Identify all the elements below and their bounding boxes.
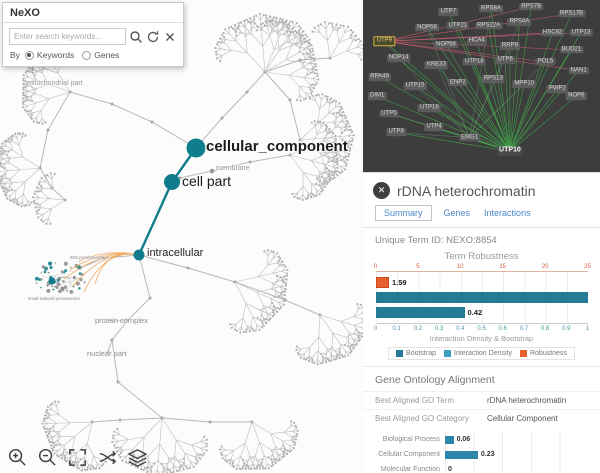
- network-node[interactable]: RPS22A: [475, 22, 503, 30]
- network-node[interactable]: UTP4: [424, 123, 444, 132]
- detail-header: ✕ rDNA heterochromatin: [363, 173, 600, 205]
- network-node[interactable]: NOP6: [566, 92, 587, 101]
- network-node[interactable]: POL5: [535, 58, 556, 66]
- search-panel: NeXO By Keywords Genes: [2, 2, 184, 67]
- network-node[interactable]: RPS7B: [519, 3, 544, 11]
- term-robustness-title: Term Robustness: [444, 251, 519, 262]
- layers-icon[interactable]: [126, 446, 149, 469]
- term-title: rDNA heterochromatin: [397, 182, 536, 199]
- tree-node-label[interactable]: intracellular: [147, 247, 204, 259]
- network-node[interactable]: NAN1: [568, 66, 589, 75]
- search-icon[interactable]: [129, 30, 143, 44]
- network-node[interactable]: RPS4A: [507, 18, 532, 27]
- network-node[interactable]: RPA49: [368, 73, 391, 82]
- legend-item: Interaction Density: [444, 350, 512, 357]
- radio-icon[interactable]: [82, 50, 92, 60]
- network-node[interactable]: UTP18: [463, 58, 486, 66]
- tab-summary[interactable]: Summary: [375, 205, 432, 221]
- tree-node-label[interactable]: 90S preribosome: [70, 255, 105, 260]
- network-node[interactable]: ENP2: [447, 78, 468, 87]
- legend-item: Bootstrap: [396, 350, 436, 357]
- network-node[interactable]: RPS8A: [479, 4, 503, 13]
- close-circle-icon[interactable]: ✕: [373, 182, 390, 199]
- network-node[interactable]: RPS13: [481, 75, 505, 83]
- network-node[interactable]: UTP13: [569, 28, 593, 37]
- bar-robustness: 1.59: [375, 276, 588, 289]
- tree-node-label[interactable]: small subunit processome: [28, 296, 81, 301]
- network-node[interactable]: UTP21: [446, 22, 470, 30]
- ontology-tree-canvas[interactable]: [0, 0, 363, 473]
- network-node[interactable]: NOP14: [386, 54, 411, 63]
- legend-item: Robustness: [519, 350, 567, 357]
- network-node[interactable]: UTP9: [373, 36, 395, 47]
- app-title: NeXO: [3, 3, 183, 23]
- tree-node-label[interactable]: cellular_component: [206, 138, 348, 155]
- tree-node-label[interactable]: mitochondrial part: [27, 80, 83, 87]
- robustness-legend: Bootstrap Interaction Density Robustness: [388, 347, 575, 360]
- network-node[interactable]: RRP9: [499, 42, 520, 51]
- zoom-out-icon[interactable]: [36, 446, 59, 469]
- bar-bootstrap: [375, 291, 588, 304]
- network-node[interactable]: RPS17B: [558, 10, 586, 18]
- search-by-label: By: [10, 50, 20, 60]
- network-node[interactable]: EMG1: [459, 133, 481, 142]
- network-node[interactable]: UTP7: [438, 8, 458, 16]
- unique-term-id: Unique Term ID: NEXO:8854: [375, 235, 497, 246]
- network-node[interactable]: MPP10: [512, 80, 536, 89]
- radio-icon[interactable]: [24, 50, 34, 60]
- tree-controls: [6, 446, 149, 469]
- network-node[interactable]: PWP2: [546, 85, 568, 94]
- network-node[interactable]: UTP10: [497, 146, 523, 156]
- bar-interaction-density: 0.42: [375, 306, 588, 319]
- network-node[interactable]: NOP58: [434, 40, 458, 49]
- tree-node-label[interactable]: protein complex: [95, 316, 148, 325]
- search-by-genes[interactable]: Genes: [82, 50, 119, 60]
- radio-label: Genes: [94, 50, 120, 60]
- network-node[interactable]: UTP5: [379, 109, 399, 118]
- tree-node-label[interactable]: cell part: [182, 173, 232, 189]
- clear-icon[interactable]: [163, 30, 177, 44]
- tab-genes[interactable]: Genes: [443, 208, 471, 218]
- network-node[interactable]: HCA4: [466, 37, 487, 46]
- shuffle-icon[interactable]: [96, 446, 119, 469]
- interaction-network-panel[interactable]: UTP7 RPS8A RPS7B RPS17B NOP56 UTP21 RPS22A RPS4…: [363, 0, 600, 172]
- detail-tabs: Summary Genes Interactions: [363, 205, 600, 228]
- tab-interactions[interactable]: Interactions: [484, 208, 531, 218]
- network-node[interactable]: DIM1: [368, 92, 387, 101]
- network-node[interactable]: NOP56: [415, 23, 439, 32]
- go-alignment-title: Gene Ontology Alignment: [363, 366, 600, 391]
- network-node[interactable]: HSC82: [540, 28, 565, 37]
- network-node[interactable]: KRE33: [424, 61, 448, 70]
- search-input[interactable]: [9, 28, 126, 45]
- network-node[interactable]: UTP6: [495, 56, 515, 64]
- tree-node-label[interactable]: nuclear part: [87, 349, 127, 358]
- zoom-in-icon[interactable]: [6, 446, 29, 469]
- network-node[interactable]: UTP16: [418, 104, 441, 113]
- network-node[interactable]: UTP15: [403, 82, 427, 90]
- reset-icon[interactable]: [146, 30, 160, 44]
- network-node[interactable]: UTP8: [386, 128, 406, 137]
- search-by-keywords[interactable]: Keywords: [24, 50, 75, 60]
- robustness-axis-label: Interaction Density & Bootstrap: [429, 334, 534, 343]
- network-node[interactable]: BUD21: [559, 46, 584, 54]
- radio-label: Keywords: [36, 50, 75, 60]
- tree-node-label[interactable]: membrane: [216, 165, 250, 172]
- fit-screen-icon[interactable]: [66, 446, 89, 469]
